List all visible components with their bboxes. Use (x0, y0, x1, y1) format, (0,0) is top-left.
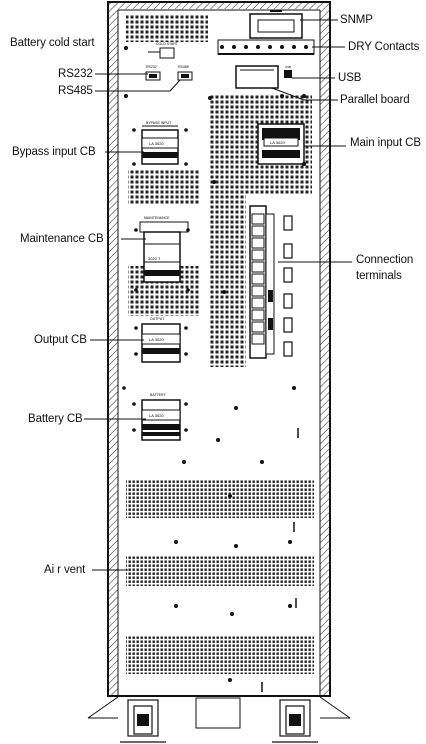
leader-parallel-board (271, 87, 338, 101)
vent-mesh-band-1 (126, 480, 314, 518)
label-dry-contacts: DRY Contacts (348, 41, 420, 53)
bypass-breaker-label: LA 3020 (149, 141, 164, 146)
label-battery-cb: Battery CB (28, 413, 83, 425)
label-main-input-cb: Main input CB (350, 137, 421, 149)
dry-contact-terminals (220, 45, 308, 49)
bypass-input-breaker: BYPASS INPUT LA 3020 (141, 121, 179, 165)
parallel-board (235, 65, 279, 89)
label-maintenance-cb: Maintenance CB (20, 233, 104, 245)
vent-mesh-top-left (126, 14, 208, 42)
label-battery-cold-start: Battery cold start (10, 37, 95, 49)
label-snmp: SNMP (340, 14, 373, 26)
cold-start-switch (159, 47, 175, 59)
battery-breaker: BATTERY LA 3020 (141, 393, 181, 441)
right-side-wall (320, 3, 329, 695)
label-bypass-input-cb: Bypass input CB (12, 146, 96, 158)
vent-mesh-center (210, 95, 246, 367)
leader-rs485 (95, 79, 181, 92)
usb-tag: USB (285, 65, 291, 69)
battery-breaker-label: LA 3020 (149, 413, 164, 418)
callout-lines (84, 19, 352, 571)
panel-slots (261, 428, 299, 692)
rs232-tag: RS232 (146, 65, 157, 69)
vent-mesh-left-upper (128, 170, 200, 204)
rs485-tag: RS485 (178, 65, 189, 69)
left-side-wall (109, 3, 118, 695)
usb-port (284, 70, 292, 78)
top-wall (118, 3, 320, 9)
output-breaker-label: LA 3020 (149, 337, 164, 342)
label-output-cb: Output CB (34, 334, 87, 346)
center-foot (195, 697, 241, 729)
label-connection-terminals: Connection terminals (356, 254, 414, 282)
comm-ports: COLD START RS232 RS485 (145, 42, 193, 81)
connection-terminal-strip (249, 205, 293, 359)
panel-screws (122, 46, 306, 682)
label-parallel-board: Parallel board (340, 94, 410, 106)
label-air-vent: Ai r vent (44, 564, 86, 576)
output-tag: OUTPUT (150, 317, 165, 321)
cabinet-base (87, 696, 351, 743)
main-breaker-label: LA 3020 (270, 140, 285, 145)
label-usb: USB (338, 72, 362, 84)
snmp-slot (249, 10, 303, 39)
maintenance-tag: MAINTENANCE (144, 216, 170, 220)
maintenance-breaker: MAINTENANCE 3020 T (139, 216, 189, 283)
bypass-tag: BYPASS INPUT (146, 121, 172, 125)
battery-tag: BATTERY (150, 393, 166, 397)
dry-contacts-block (217, 39, 315, 55)
maintenance-breaker-label: 3020 T (148, 256, 161, 261)
vent-mesh-band-3 (126, 636, 314, 674)
terminal-lugs (283, 215, 293, 357)
label-rs485: RS485 (58, 85, 93, 97)
label-rs232: RS232 (58, 68, 93, 80)
main-input-breaker: LA 3020 (257, 123, 305, 165)
output-breaker: OUTPUT LA 3020 (141, 317, 181, 363)
cold-start-tag: COLD START (156, 42, 179, 46)
vent-mesh-band-2 (126, 556, 314, 586)
